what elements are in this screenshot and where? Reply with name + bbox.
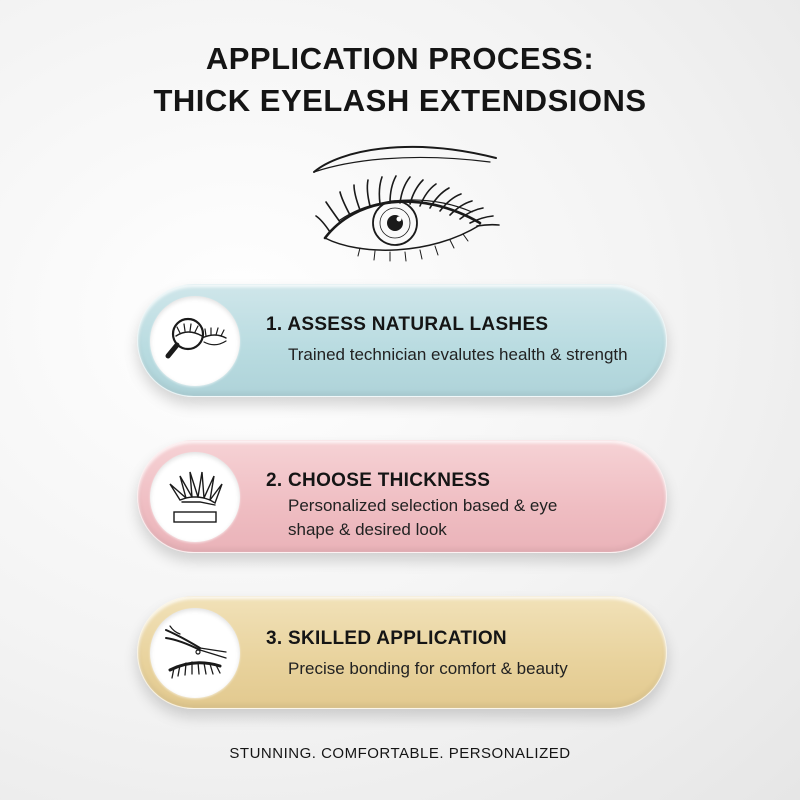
step-1-icon-circle [150,296,240,386]
step-2-icon-circle [150,452,240,542]
step-3-title: 3. SKILLED APPLICATION [266,628,507,649]
lash-fans-icon [169,471,223,523]
eye-icon [313,145,500,262]
title-line-2: THICK EYELASH EXTENDSIONS [153,83,647,118]
step-3-description: Precise bonding for comfort & beauty [288,659,568,678]
step-1-description: Trained technician evalutes health & str… [288,345,628,364]
step-2-title: 2. CHOOSE THICKNESS [266,470,491,491]
step-3-card: 3. SKILLED APPLICATION Precise bonding f… [137,596,667,709]
step-2-description-line-1: Personalized selection based & eye [288,496,558,515]
tweezers-lash-icon [165,625,227,679]
step-2-description-line-2: shape & desired look [288,520,447,539]
step-2-card: 2. CHOOSE THICKNESS Personalized selecti… [137,440,667,553]
page-title: APPLICATION PROCESS: THICK EYELASH EXTEN… [0,38,800,122]
step-1-card: 1. ASSESS NATURAL LASHES Trained technic… [137,284,667,397]
footer-tagline: STUNNING. COMFORTABLE. PERSONALIZED [229,745,571,762]
magnifier-lash-icon [165,317,227,359]
step-1-title: 1. ASSESS NATURAL LASHES [266,314,549,335]
title-line-1: APPLICATION PROCESS: [205,41,595,76]
step-3-icon-circle [150,608,240,698]
